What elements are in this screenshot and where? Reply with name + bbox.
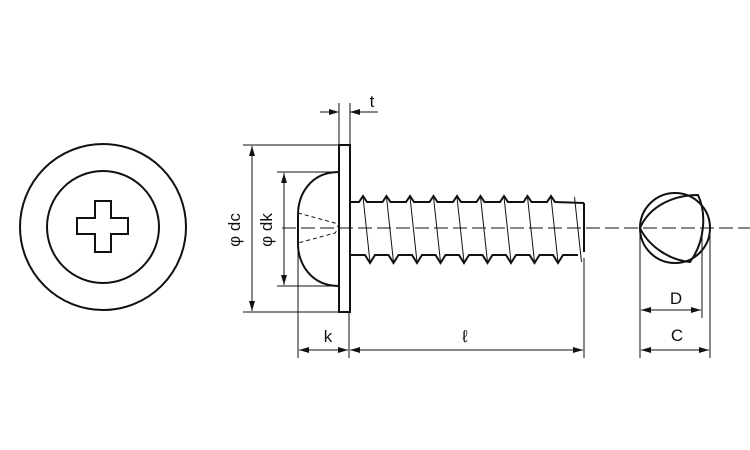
thread-crest-line [527, 196, 535, 263]
thread-crest-line [480, 196, 488, 263]
thread-outline [350, 254, 578, 265]
k-label: k [324, 327, 333, 346]
D-label: D [670, 289, 682, 308]
side-view: φ dc φ dk t k ℓ [225, 92, 750, 358]
thread-crest-line [362, 196, 371, 263]
length-label: ℓ [461, 327, 468, 346]
recess-hidden-lines [297, 212, 340, 244]
thread-outline [350, 194, 585, 204]
C-label: C [671, 326, 683, 345]
thread-crest-line [386, 196, 394, 263]
thread-crest-line [503, 196, 512, 263]
phillips-cross-recess-icon [76, 200, 129, 253]
thread-crest-line [550, 196, 559, 263]
tri-lobe-profile [638, 193, 705, 264]
t-label: t [370, 92, 375, 111]
thread-crest-line [574, 196, 582, 263]
thread [349, 194, 585, 265]
dc-label: φ dc [225, 213, 244, 247]
end-view: D C [638, 192, 711, 358]
thread-crest-line [409, 196, 418, 263]
head-outline [46, 170, 160, 284]
top-view [19, 143, 187, 311]
pan-head [297, 171, 340, 287]
thread-crest-line [433, 196, 441, 263]
washer-outline [19, 143, 187, 311]
thread-crest-line [456, 196, 465, 263]
dk-label: φ dk [257, 213, 276, 247]
